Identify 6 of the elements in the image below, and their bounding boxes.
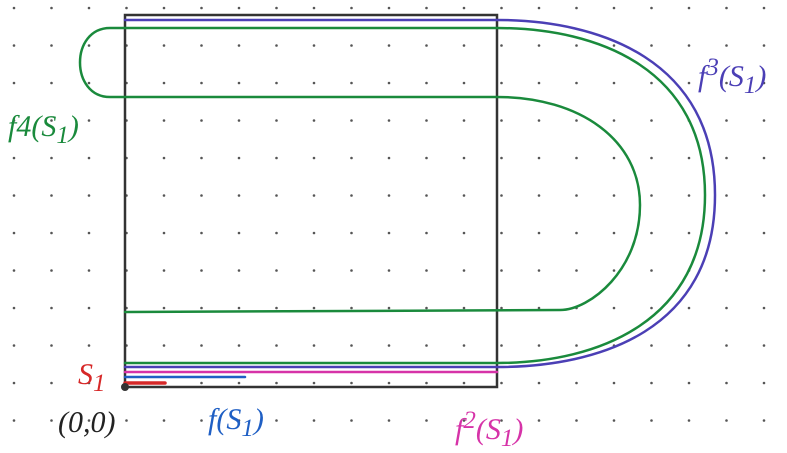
set-label: S$_{1}$ <box>78 360 106 396</box>
curve-label: f(S$_{1}$) <box>208 405 264 441</box>
curve-label: f$^{3}$(S$_{1}$) <box>698 55 766 98</box>
curve-label: f$^{2}$(S$_{1}$) <box>455 408 524 451</box>
curve-label: f4(S$_{1}$) <box>8 112 79 148</box>
origin-label: (0,0) <box>58 408 116 438</box>
